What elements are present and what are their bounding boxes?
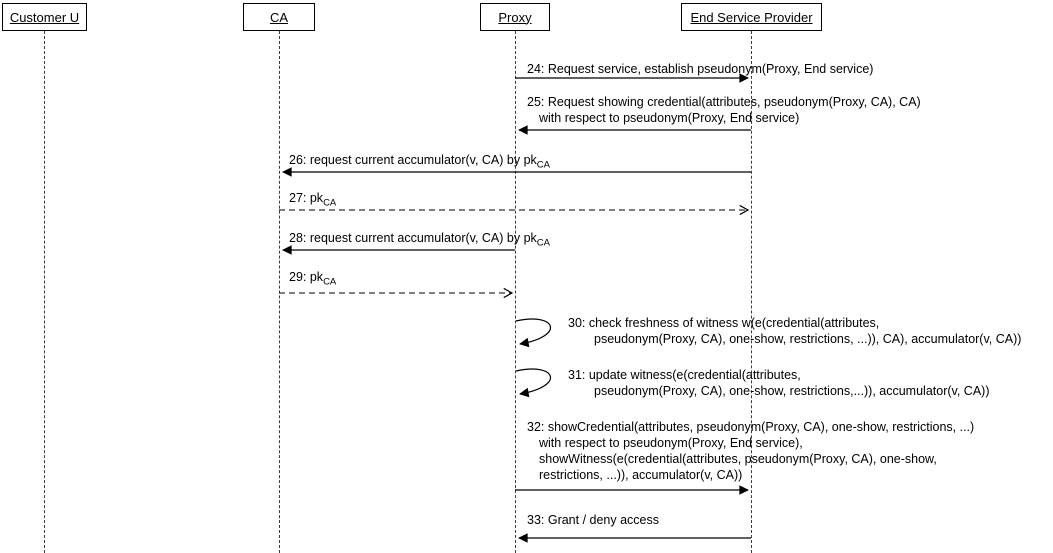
lifeline-ca: [279, 31, 280, 553]
message-33-label: 33: Grant / deny access: [527, 512, 659, 528]
message-line: 25: Request showing credential(attribute…: [527, 95, 921, 109]
message-line: pseudonym(Proxy, CA), one-show, restrict…: [594, 332, 1022, 346]
message-26-label: 26: request current accumulator(v, CA) b…: [289, 152, 550, 174]
subscript: CA: [536, 237, 550, 249]
message-31-label: 31: update witness(e(credential(attribut…: [568, 367, 989, 399]
subscript: CA: [323, 276, 337, 288]
message-line: 24: Request service, establish pseudonym…: [527, 62, 874, 76]
message-line: 31: update witness(e(credential(attribut…: [568, 368, 801, 382]
message-32-label: 32: showCredential(attributes, pseudonym…: [527, 419, 974, 483]
message-line: 30: check freshness of witness w(e(crede…: [568, 316, 880, 330]
message-line: pseudonym(Proxy, CA), one-show, restrict…: [594, 384, 990, 398]
message-line: 26: request current accumulator(v, CA) b…: [289, 153, 537, 167]
message-29-label: 29: pkCA: [289, 269, 336, 291]
message-25-label: 25: Request showing credential(attribute…: [527, 94, 921, 126]
lifeline-head-end-service-provider: End Service Provider: [681, 3, 822, 31]
lifeline-proxy: [515, 31, 516, 553]
message-30-label: 30: check freshness of witness w(e(crede…: [568, 315, 1021, 347]
message-line: with respect to pseudonym(Proxy, End ser…: [539, 436, 803, 450]
message-line: 32: showCredential(attributes, pseudonym…: [527, 420, 975, 434]
subscript: CA: [323, 197, 337, 209]
lifeline-customer-u: [44, 31, 45, 553]
lifeline-label: End Service Provider: [690, 9, 813, 25]
lifeline-label: CA: [269, 9, 289, 25]
message-line: 27: pk: [289, 191, 324, 205]
message-30-self-arrow: [515, 318, 552, 348]
message-line: 29: pk: [289, 270, 324, 284]
message-line: with respect to pseudonym(Proxy, End ser…: [539, 111, 800, 125]
lifeline-label: Proxy: [498, 9, 532, 25]
message-31-self-arrow: [515, 368, 552, 398]
subscript: CA: [536, 159, 550, 171]
message-line: 33: Grant / deny access: [527, 513, 660, 527]
lifeline-head-proxy: Proxy: [480, 3, 550, 31]
message-28-label: 28: request current accumulator(v, CA) b…: [289, 230, 550, 252]
message-line: showWitness(e(credential(attributes, pse…: [539, 452, 937, 466]
lifeline-head-ca: CA: [243, 3, 315, 31]
message-24-label: 24: Request service, establish pseudonym…: [527, 61, 873, 77]
lifeline-end-service-provider: [751, 31, 752, 553]
message-line: restrictions, ...)), accumulator(v, CA)): [539, 468, 743, 482]
message-line: 28: request current accumulator(v, CA) b…: [289, 231, 537, 245]
lifeline-head-customer-u: Customer U: [2, 3, 87, 31]
message-27-label: 27: pkCA: [289, 190, 336, 212]
lifeline-label: Customer U: [9, 9, 80, 25]
